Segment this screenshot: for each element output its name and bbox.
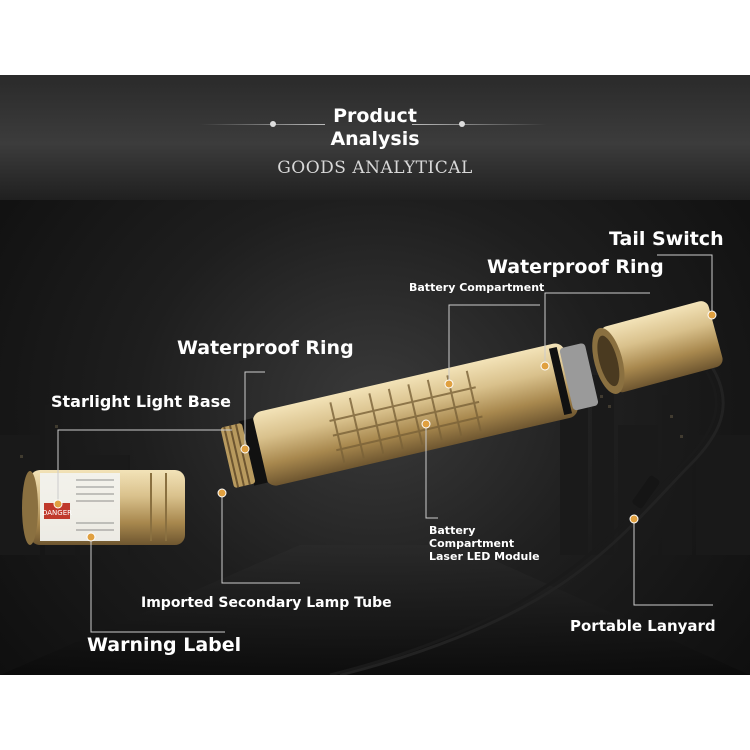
header-dot-right — [459, 121, 465, 127]
label-imported-lamp-tube: Imported Secondary Lamp Tube — [141, 595, 392, 611]
label-warning-label: Warning Label — [87, 634, 242, 656]
label-module-line2: Compartment — [429, 537, 515, 550]
danger-sticker — [44, 503, 70, 519]
callout-lines — [53, 254, 717, 633]
callout-dot-waterproof-left — [240, 444, 250, 454]
header-divider-left — [200, 124, 325, 125]
label-tail-switch: Tail Switch — [609, 228, 724, 250]
light-base-head: DANGER — [22, 470, 185, 545]
callout-dot-warning — [86, 532, 96, 542]
page-title-line1: Product — [333, 105, 417, 127]
label-waterproof-ring-right: Waterproof Ring — [487, 256, 664, 278]
danger-text: DANGER — [42, 509, 72, 517]
label-battery-laser-module: Battery Compartment Laser LED Module — [429, 524, 540, 563]
callout-dot-battery — [444, 379, 454, 389]
label-starlight-light-base: Starlight Light Base — [51, 392, 231, 411]
page-title-line2: Analysis — [330, 128, 420, 150]
label-module-line1: Battery — [429, 524, 476, 537]
header-band: Product Analysis GOODS ANALYTICAL — [0, 75, 750, 200]
lanyard-cord-2 — [329, 370, 718, 675]
callout-dot-lamp — [217, 488, 227, 498]
lanyard-clip — [632, 475, 660, 509]
laser-pointer-illustration: DANGER — [22, 301, 725, 675]
label-portable-lanyard: Portable Lanyard — [570, 617, 716, 635]
page-subtitle: GOODS ANALYTICAL — [277, 158, 473, 178]
header-divider-right — [412, 124, 547, 125]
callout-dot-lanyard — [629, 514, 639, 524]
label-module-line3: Laser LED Module — [429, 550, 540, 563]
tail-cap — [592, 301, 723, 394]
callout-dot-starlight — [53, 499, 63, 509]
label-battery-compartment: Battery Compartment — [409, 281, 545, 294]
callout-dot-module — [421, 419, 431, 429]
lanyard-cord — [339, 366, 725, 675]
product-banner: Product Analysis GOODS ANALYTICAL — [0, 75, 750, 675]
header-dot-left — [270, 121, 276, 127]
label-waterproof-ring-left: Waterproof Ring — [177, 337, 354, 359]
battery-tube — [220, 343, 599, 488]
callout-dot-waterproof-right — [540, 361, 550, 371]
callout-dot-tail-switch — [707, 310, 717, 320]
